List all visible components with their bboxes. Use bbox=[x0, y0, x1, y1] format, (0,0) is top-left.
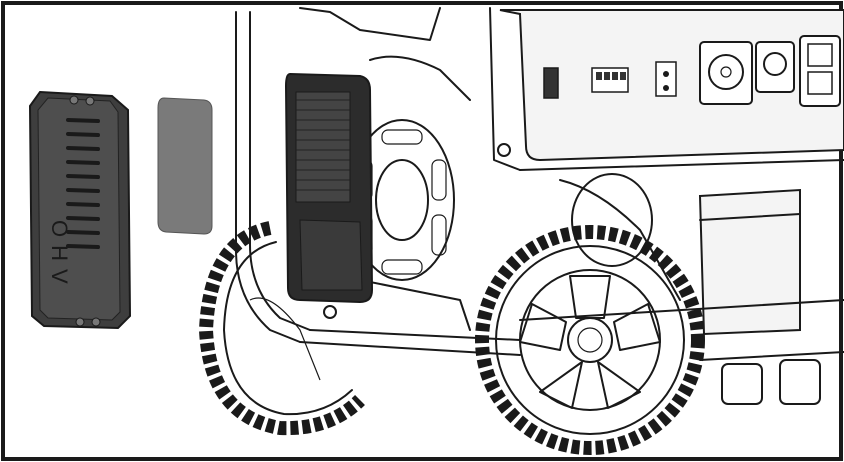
foam-air-filter bbox=[157, 97, 213, 235]
rocker-switch-icon bbox=[543, 67, 559, 99]
starter-motor bbox=[571, 173, 653, 267]
cover-vent-slots bbox=[66, 118, 100, 249]
circuit-breaker-icon bbox=[655, 61, 677, 97]
twist-lock-outlet-icon bbox=[699, 41, 753, 105]
air-filter-cover: OHV bbox=[28, 90, 132, 330]
duplex-outlet-icon bbox=[799, 35, 841, 107]
battery bbox=[698, 188, 801, 336]
locking-outlet-icon bbox=[755, 41, 795, 93]
housing-grille-lines bbox=[296, 99, 350, 191]
right-wheel-tread bbox=[475, 225, 705, 455]
air-filter-housing bbox=[284, 72, 374, 319]
right-wheel-spokes bbox=[519, 275, 661, 409]
cover-ohv-label: OHV bbox=[47, 220, 72, 292]
cover-face bbox=[37, 97, 121, 321]
right-wheel-hub bbox=[567, 317, 613, 363]
right-wheel-rim bbox=[495, 245, 685, 435]
alternator-center bbox=[375, 159, 429, 241]
foot-pad bbox=[721, 363, 763, 405]
housing-latch bbox=[323, 305, 337, 319]
right-wheel bbox=[475, 225, 705, 455]
housing-grille bbox=[295, 91, 351, 203]
left-wheel bbox=[198, 221, 365, 436]
foot-pad-2 bbox=[779, 359, 821, 405]
panel-screw bbox=[497, 143, 511, 157]
hour-meter bbox=[591, 67, 629, 93]
chassis bbox=[519, 159, 844, 405]
cover-screws bbox=[69, 95, 101, 327]
control-panel bbox=[489, 7, 844, 171]
